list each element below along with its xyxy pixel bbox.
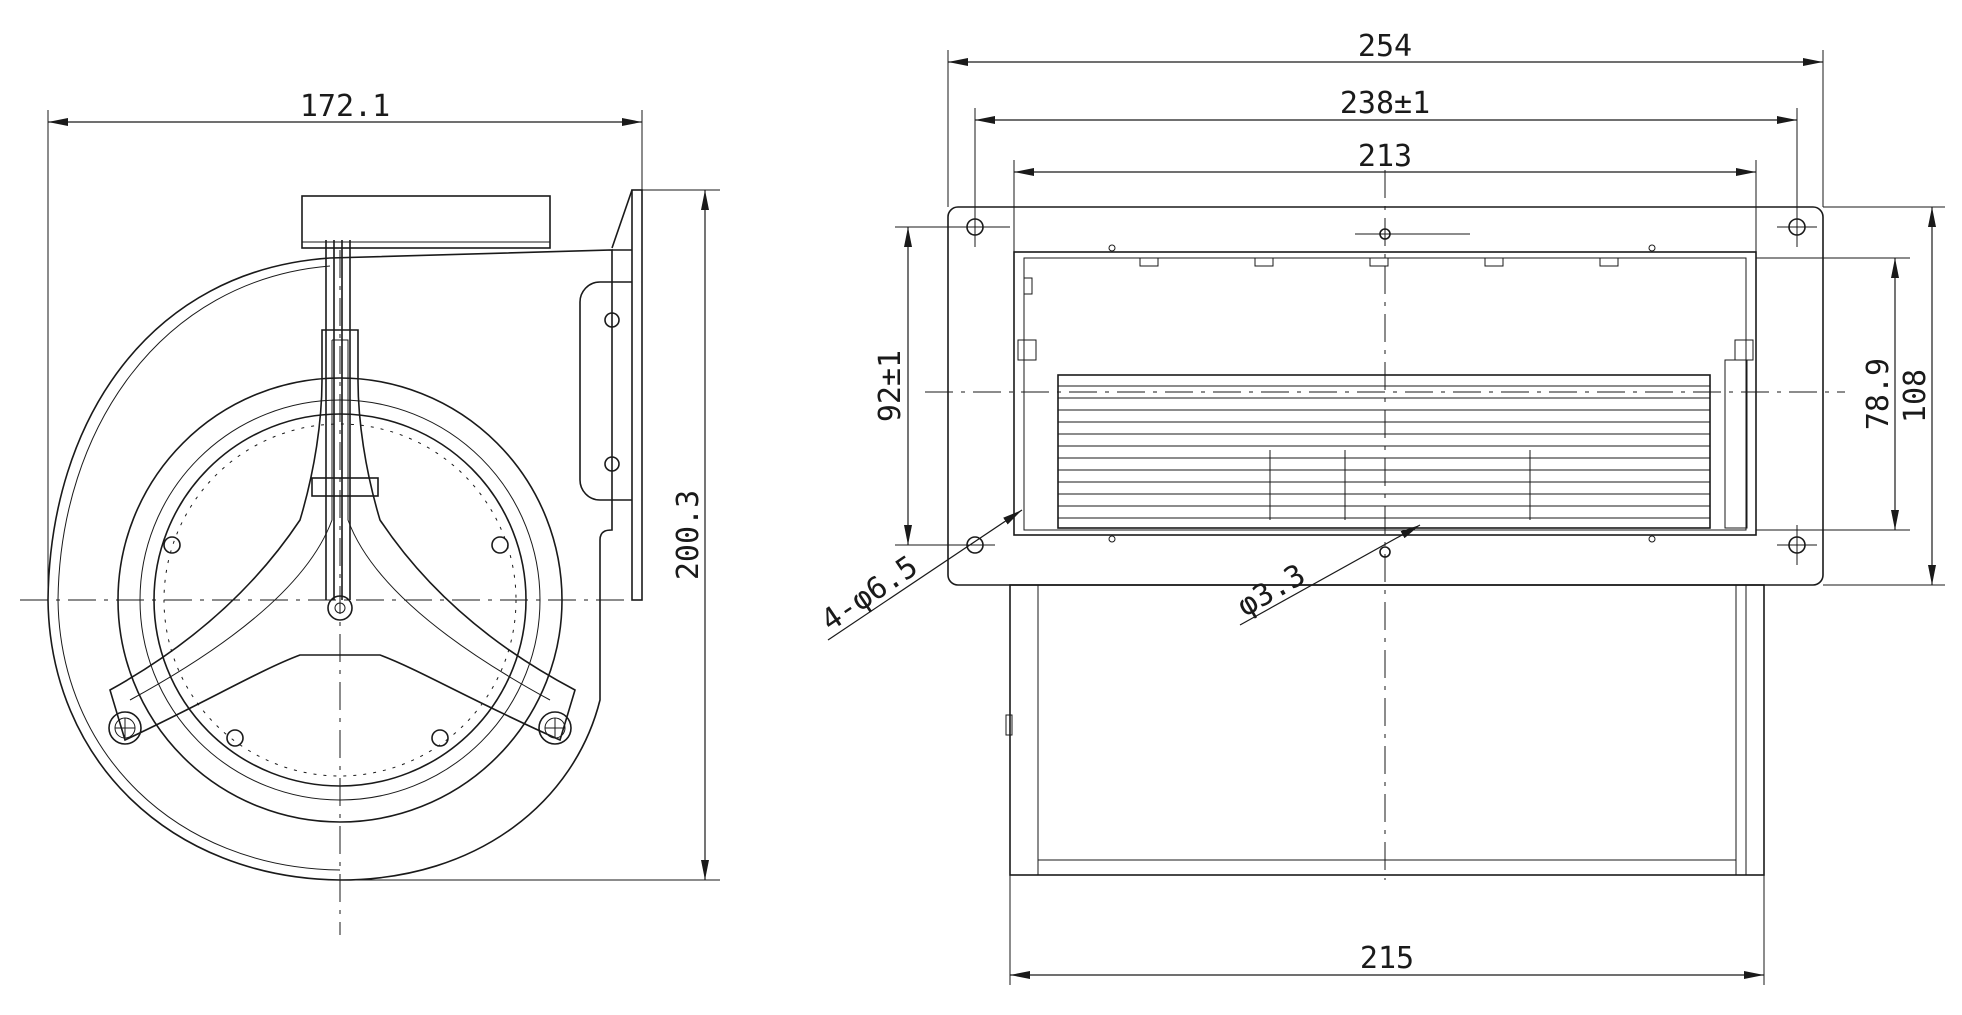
dim-hole-spacing: 238±1 xyxy=(974,86,1798,220)
dim-label-4-phi-6-5: 4-φ6.5 xyxy=(815,549,924,639)
dim-overall-width: 254 xyxy=(947,29,1824,207)
dim-label-200-3: 200.3 xyxy=(671,490,706,580)
dim-body-width: 215 xyxy=(1009,875,1765,985)
dim-label-238: 238±1 xyxy=(1340,86,1430,121)
cable-bundle xyxy=(325,240,351,600)
impeller-blades xyxy=(1057,374,1711,529)
dim-outlet-height: 92±1 xyxy=(873,226,975,546)
dim-center-hole-leader: φ3.3 xyxy=(1232,524,1421,626)
bracket-hole-upper xyxy=(604,312,620,328)
dim-inner-height: 78.9 xyxy=(1756,257,1910,531)
ring-hole xyxy=(163,536,181,554)
scroll-housing-inner xyxy=(57,265,341,871)
lower-housing xyxy=(1009,584,1765,876)
dim-label-213: 213 xyxy=(1358,139,1412,174)
ring-hole xyxy=(491,536,509,554)
scroll-housing xyxy=(47,249,613,881)
outlet-frame xyxy=(1013,251,1757,536)
dim-label-108: 108 xyxy=(1898,369,1933,423)
cable-clip xyxy=(311,477,379,497)
bracket-hole-lower xyxy=(604,456,620,472)
center-hole-bottom xyxy=(1379,546,1391,558)
dim-label-254: 254 xyxy=(1358,29,1412,64)
dim-label-92: 92±1 xyxy=(873,350,908,422)
left-side-bracket xyxy=(1017,339,1037,361)
dim-side-width: 172.1 xyxy=(47,89,643,590)
right-side-bracket xyxy=(1734,339,1754,361)
ring-hole xyxy=(226,729,244,747)
dim-outlet-width: 213 xyxy=(1013,139,1757,252)
mount-screw-left xyxy=(108,711,142,745)
mount-screw-right xyxy=(538,711,572,745)
dim-overall-height: 108 xyxy=(1823,206,1945,586)
dim-mount-hole-leader: 4-φ6.5 xyxy=(815,509,1023,641)
dim-label-78-9: 78.9 xyxy=(1861,358,1896,430)
front-view xyxy=(925,170,1845,880)
mounting-flange xyxy=(631,189,643,601)
side-view xyxy=(20,189,643,935)
spider-bracket xyxy=(109,329,576,742)
outlet-block xyxy=(301,195,551,249)
bracket-tab xyxy=(579,281,632,501)
dim-label-172-1: 172.1 xyxy=(300,89,390,124)
dim-label-215: 215 xyxy=(1360,941,1414,976)
dim-side-height: 200.3 xyxy=(350,189,720,881)
ring-hole xyxy=(431,729,449,747)
dim-label-phi-3-3: φ3.3 xyxy=(1232,557,1312,623)
outlet-label-tab xyxy=(1023,277,1033,295)
